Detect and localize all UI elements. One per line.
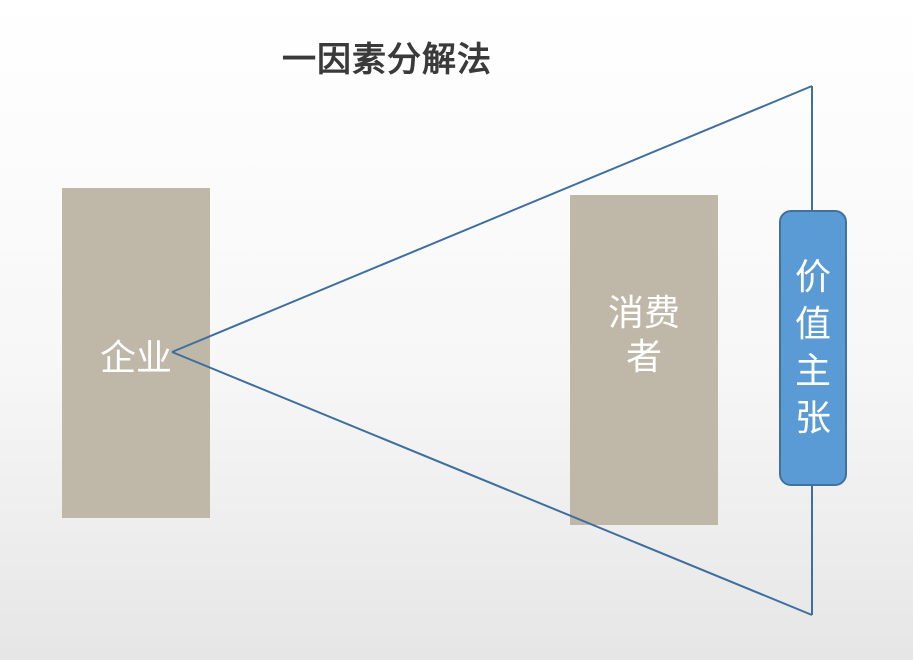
value-proposition-pill: 价值主张 xyxy=(779,210,847,486)
enterprise-block: 企业 xyxy=(62,188,210,518)
slide-title: 一因素分解法 xyxy=(282,40,492,80)
consumer-label: 消费者 xyxy=(607,293,680,378)
enterprise-label: 企业 xyxy=(99,338,172,379)
consumer-block: 消费者 xyxy=(570,195,718,525)
value-proposition-label: 价值主张 xyxy=(794,257,831,439)
